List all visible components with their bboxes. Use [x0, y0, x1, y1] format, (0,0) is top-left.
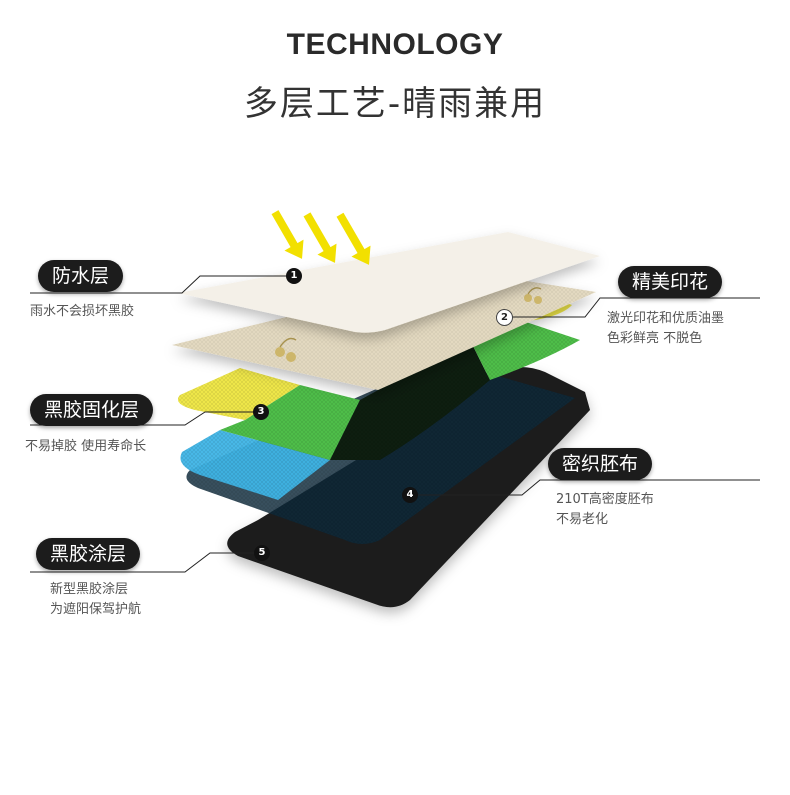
layer-1-label: 防水层 [38, 260, 124, 292]
layer-2-label: 精美印花 [618, 266, 723, 298]
layer-3-desc-line: 不易掉胶 使用寿命长 [25, 439, 147, 454]
layer-3-desc: 不易掉胶 使用寿命长 [25, 437, 146, 457]
layer-1-desc-line: 雨水不会损坏黑胶 [30, 304, 135, 319]
layer-5-desc-line-1: 新型黑胶涂层 [50, 582, 129, 597]
layer-1-desc: 雨水不会损坏黑胶 [30, 302, 134, 322]
sun-arrows-icon [271, 210, 371, 265]
layer-4-desc-line-1: 210T高密度胚布 [556, 492, 654, 507]
layer-5-desc: 新型黑胶涂层 为遮阳保驾护航 [50, 580, 141, 620]
layer-4-number-badge: 4 [402, 487, 418, 503]
layer-3-label: 黑胶固化层 [30, 394, 154, 426]
layer-waterproof [178, 232, 600, 333]
layer-2-desc-line-2: 色彩鲜亮 不脱色 [607, 331, 703, 346]
layer-5-label: 黑胶涂层 [36, 538, 141, 570]
page-title-chinese: 多层工艺-晴雨兼用 [243, 84, 547, 124]
layer-2-desc-line-1: 激光印花和优质油墨 [607, 311, 725, 326]
layer-4-desc-line-2: 不易老化 [556, 512, 609, 527]
layer-5-number-badge: 5 [254, 545, 270, 561]
layer-1-number-badge: 1 [286, 268, 302, 284]
layer-3-number-badge: 3 [253, 404, 269, 420]
layer-4-label: 密织胚布 [548, 448, 653, 480]
layer-2-desc: 激光印花和优质油墨 色彩鲜亮 不脱色 [607, 309, 724, 349]
layer-2-number-badge: 2 [496, 309, 513, 326]
layer-5-desc-line-2: 为遮阳保驾护航 [50, 602, 142, 617]
layer-print [172, 272, 596, 390]
layer-4-desc: 210T高密度胚布 不易老化 [556, 490, 654, 530]
page-title-english: TECHNOLOGY [286, 28, 504, 61]
